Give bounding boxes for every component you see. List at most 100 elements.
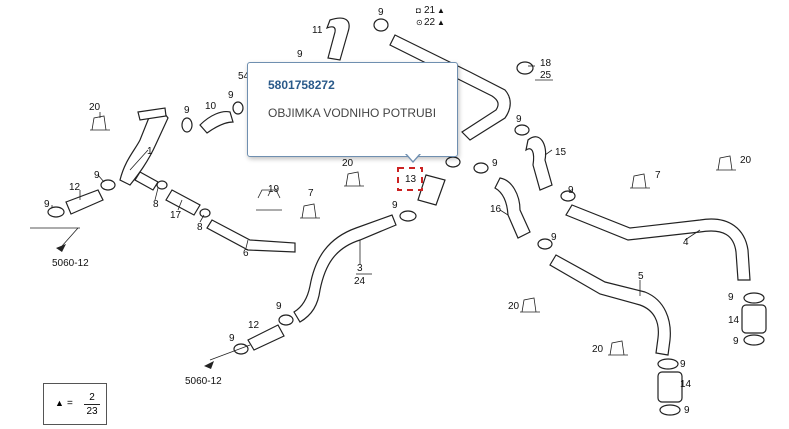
label-9: 9 [733, 336, 739, 347]
hose-part-3 [293, 214, 397, 323]
label-17: 17 [170, 210, 182, 221]
label-9: 9 [492, 158, 498, 169]
clamp [278, 314, 294, 326]
bracket-19 [256, 189, 282, 211]
label-20: 20 [592, 344, 604, 355]
part-description: OBJIMKA VODNIHO POTRUBI [268, 106, 437, 120]
label-13: 13 [405, 174, 417, 185]
hose-part-14-upper [741, 304, 767, 334]
label-9: 9 [684, 405, 690, 416]
label-11: 11 [312, 25, 323, 36]
label-9: 9 [680, 359, 686, 370]
label-21: 21 [424, 5, 436, 16]
hose-part-13 [417, 174, 446, 206]
hose-part-4 [565, 204, 751, 281]
label-9: 9 [276, 301, 282, 312]
legend-symbol: ▲ [55, 398, 64, 408]
label-9: 9 [551, 232, 557, 243]
label-4: 4 [683, 237, 689, 248]
label-7: 7 [308, 188, 314, 199]
clamp [473, 162, 489, 174]
clamp [47, 206, 65, 218]
hose-part-11 [325, 17, 350, 61]
clamp [445, 156, 461, 168]
legend-denominator: 23 [86, 406, 98, 417]
legend-equals: = [67, 398, 73, 409]
label-20: 20 [740, 155, 752, 166]
hose-part-12-lower [247, 324, 285, 351]
label-16: 16 [490, 204, 502, 215]
symbol-21-tri: ▲ [437, 6, 445, 15]
label-7: 7 [655, 170, 661, 181]
hose-part-2 [389, 34, 511, 141]
label-5060-12: 5060-12 [52, 258, 89, 269]
label-6: 6 [243, 248, 249, 259]
callout-pointer-inner [406, 153, 420, 161]
label-18: 18 [540, 58, 552, 69]
clamps [47, 18, 765, 416]
clamp [514, 124, 530, 136]
clamp [657, 358, 679, 370]
bracket-20 [608, 340, 628, 356]
hose-part-12-left [65, 189, 104, 215]
label-9: 9 [184, 105, 190, 116]
label-9: 9 [44, 199, 50, 210]
label-9: 9 [94, 170, 100, 181]
label-19: 19 [268, 184, 280, 195]
hose-part-10 [199, 110, 234, 134]
hose-part-15 [525, 136, 553, 191]
legend-fraction-bar [84, 404, 100, 405]
hose-part-5 [549, 254, 671, 356]
bracket-20 [344, 171, 364, 187]
legend-numerator: 2 [89, 392, 95, 403]
label-10: 10 [205, 101, 217, 112]
hose-part-17 [165, 189, 201, 216]
clamp [373, 18, 389, 32]
clamp [743, 292, 765, 304]
label-20: 20 [89, 102, 101, 113]
label-8: 8 [153, 199, 159, 210]
label-9: 9 [229, 333, 235, 344]
selected-part-marker [397, 167, 423, 191]
reference-arrow [204, 361, 214, 369]
bracket-7 [630, 173, 650, 189]
label-1: 1 [147, 146, 153, 157]
label-24: 24 [354, 276, 366, 287]
brackets [90, 115, 736, 356]
label-12: 12 [69, 182, 81, 193]
symbol-22: ⊙ [416, 18, 423, 27]
hose-part-6 [206, 219, 296, 253]
bracket-7 [300, 203, 320, 219]
label-54: 54 [238, 71, 250, 82]
symbol-22-tri: ▲ [437, 18, 445, 27]
label-9: 9 [392, 200, 398, 211]
bracket-20 [90, 115, 110, 131]
clamp [233, 343, 249, 355]
leader-lines [30, 65, 701, 361]
clamp [399, 210, 417, 222]
clamp [537, 238, 553, 250]
label-20: 20 [342, 158, 354, 169]
hose-part-14-lower [657, 371, 683, 403]
clamp [232, 101, 244, 115]
label-3: 3 [357, 263, 363, 274]
label-8: 8 [197, 222, 203, 233]
legend-box: ▲ = 2 23 [43, 383, 107, 425]
label-9: 9 [297, 49, 303, 60]
label-12: 12 [248, 320, 260, 331]
label-15: 15 [555, 147, 567, 158]
label-9: 9 [516, 114, 522, 125]
label-5060-12: 5060-12 [185, 376, 222, 387]
hose-part-8 [134, 171, 159, 191]
bracket-20 [520, 297, 540, 313]
label-22: 22 [424, 17, 436, 28]
label-14: 14 [728, 315, 740, 326]
reference-arrow [56, 244, 66, 252]
clamp [743, 334, 765, 346]
part-number[interactable]: 5801758272 [268, 78, 335, 92]
symbol-21: ◘ [416, 6, 421, 15]
part-info-callout: 5801758272 OBJIMKA VODNIHO POTRUBI [247, 62, 458, 157]
label-9: 9 [568, 185, 574, 196]
label-20: 20 [508, 301, 520, 312]
